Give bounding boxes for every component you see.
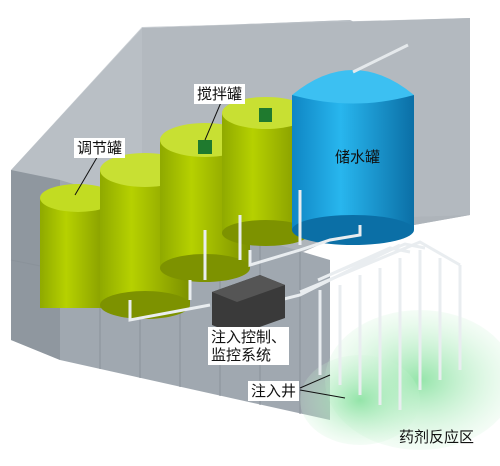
storage-tank-label: 储水罐 [335, 148, 381, 166]
injection-well-label: 注入井 [248, 381, 300, 401]
leader-lines [74, 99, 346, 399]
mixing-tank-label: 搅拌罐 [194, 84, 246, 104]
reaction-zone-cloud-2 [300, 355, 420, 445]
injection-control-label: 注入控制、 监控系统 [208, 327, 290, 365]
reaction-zone-label: 药剂反应区 [399, 428, 475, 446]
pipe-network [128, 190, 462, 410]
control-box [212, 275, 285, 335]
adjust-tank-label: 调节罐 [74, 138, 126, 158]
storage-tank [292, 43, 414, 245]
